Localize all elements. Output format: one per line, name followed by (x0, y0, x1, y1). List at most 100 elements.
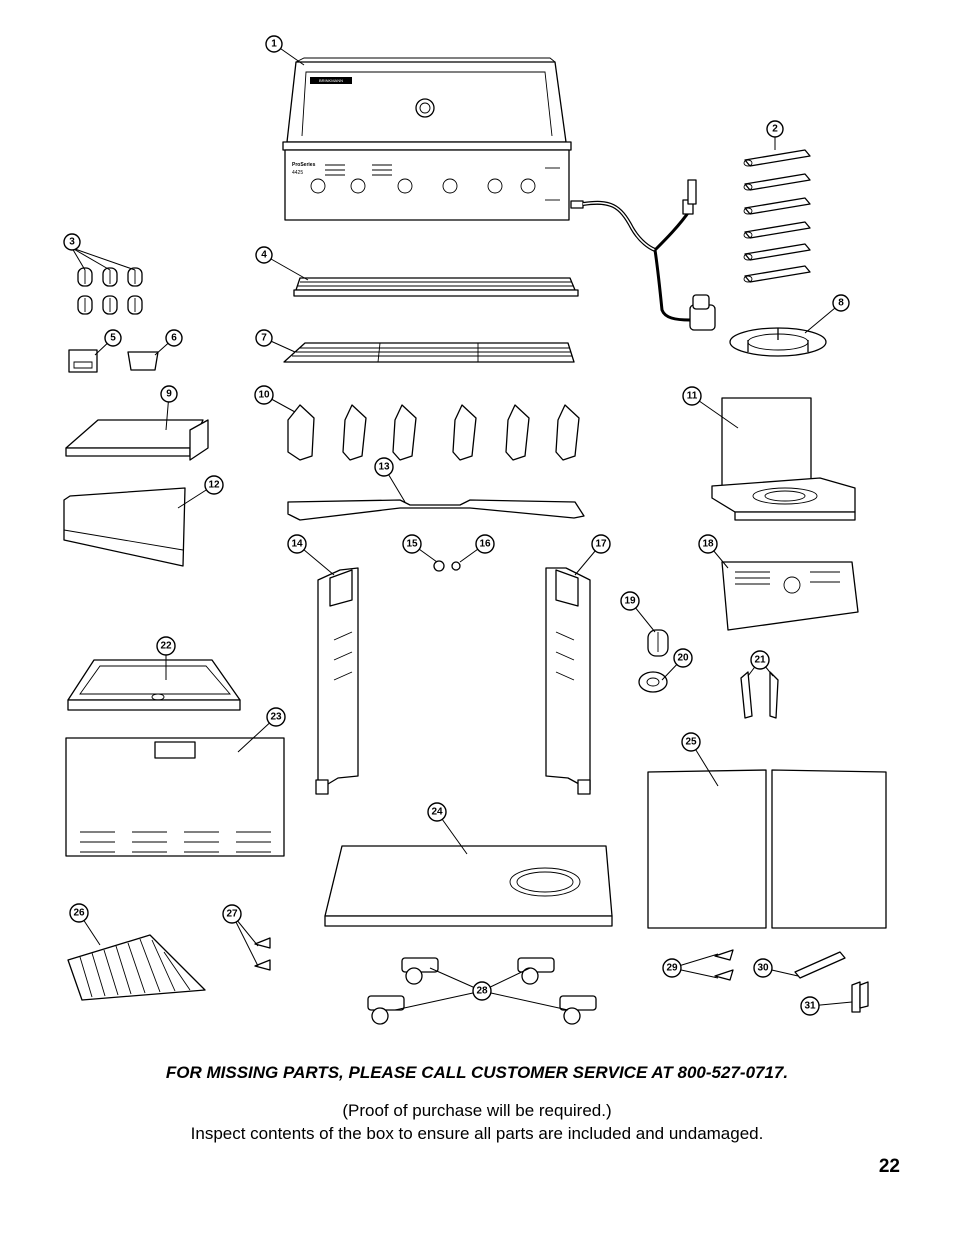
svg-text:15: 15 (406, 539, 418, 550)
svg-text:27: 27 (226, 909, 238, 920)
callout-25: 25 (681, 732, 701, 752)
svg-text:24: 24 (431, 807, 443, 818)
part-cooking-grids (283, 342, 575, 363)
svg-text:21: 21 (754, 655, 766, 666)
part-crossbar (287, 499, 585, 521)
callout-30: 30 (753, 958, 773, 978)
callout-28: 28 (472, 981, 492, 1001)
part-right-leg (545, 567, 591, 795)
svg-text:25: 25 (685, 737, 697, 748)
part-21 (740, 671, 779, 719)
part-grease-tray (67, 659, 241, 711)
part-left-leg (315, 567, 359, 795)
callout-19: 19 (620, 591, 640, 611)
callout-21: 21 (750, 650, 770, 670)
callout-29: 29 (662, 958, 682, 978)
part-30 (794, 951, 846, 979)
callout-23: 23 (266, 707, 286, 727)
part-doors (647, 769, 887, 929)
part-5 (68, 349, 98, 373)
part-side-panel (63, 487, 186, 567)
page-number: 22 (878, 1156, 900, 1177)
inspect-contents-notice: Inspect contents of the box to ensure al… (190, 1124, 764, 1143)
svg-text:14: 14 (291, 539, 303, 550)
callout-6: 6 (165, 329, 183, 347)
callout-2: 2 (766, 120, 784, 138)
svg-text:31: 31 (804, 1001, 816, 1012)
part-side-shelf-left (65, 419, 209, 461)
callout-1: 1 (265, 35, 283, 53)
callout-14: 14 (287, 534, 307, 554)
brand-logo: BRINKMANN (319, 78, 343, 83)
svg-text:18: 18 (702, 539, 714, 550)
svg-text:26: 26 (73, 908, 85, 919)
callout-13: 13 (374, 457, 394, 477)
grill-model-label: 4425 (292, 170, 303, 176)
proof-of-purchase-notice: (Proof of purchase will be required.) (342, 1101, 612, 1120)
svg-text:6: 6 (171, 333, 177, 344)
svg-text:3: 3 (69, 237, 75, 248)
part-31 (851, 981, 869, 1013)
svg-text:9: 9 (166, 389, 172, 400)
part-side-burner-grate (729, 327, 827, 357)
callout-4: 4 (255, 246, 273, 264)
callout-16: 16 (475, 534, 495, 554)
svg-text:16: 16 (479, 539, 491, 550)
svg-text:23: 23 (270, 712, 282, 723)
svg-text:1: 1 (271, 39, 277, 50)
svg-text:4: 4 (261, 250, 267, 261)
callout-18: 18 (698, 534, 718, 554)
part-27 (254, 937, 271, 971)
callout-26: 26 (69, 903, 89, 923)
callout-8: 8 (832, 294, 850, 312)
svg-text:8: 8 (838, 298, 844, 309)
callout-24: 24 (427, 802, 447, 822)
callout-11: 11 (682, 386, 702, 406)
svg-text:12: 12 (208, 480, 220, 491)
callout-9: 9 (160, 385, 178, 403)
svg-text:28: 28 (476, 986, 488, 997)
svg-text:20: 20 (677, 653, 689, 664)
part-cabinet-back (65, 737, 285, 857)
part-screws (433, 560, 461, 572)
part-warming-rack (293, 277, 579, 297)
svg-text:11: 11 (687, 391, 698, 402)
svg-text:10: 10 (258, 390, 270, 401)
svg-text:30: 30 (757, 963, 769, 974)
part-29 (714, 949, 734, 981)
part-casters (367, 957, 597, 1025)
callout-27: 27 (222, 904, 242, 924)
svg-text:5: 5 (110, 333, 116, 344)
svg-text:7: 7 (261, 333, 267, 344)
part-heat-tents (287, 404, 580, 461)
callout-17: 17 (591, 534, 611, 554)
part-control-knobs (77, 267, 143, 315)
svg-text:13: 13 (378, 462, 390, 473)
svg-text:19: 19 (624, 596, 636, 607)
part-burners (743, 149, 811, 283)
svg-text:22: 22 (160, 641, 172, 652)
part-6 (127, 351, 159, 371)
callout-5: 5 (104, 329, 122, 347)
part-basket (67, 934, 206, 1001)
part-side-burner (711, 397, 856, 521)
part-gas-hose (570, 179, 716, 331)
parts-diagram: BRINKMANN ProSeries 4425 (63, 35, 887, 1025)
svg-text:2: 2 (772, 124, 778, 135)
callout-22: 22 (156, 636, 176, 656)
part-side-knob (647, 629, 669, 657)
callout-15: 15 (402, 534, 422, 554)
part-bottom-panel (324, 845, 613, 927)
svg-text:17: 17 (595, 539, 607, 550)
callout-31: 31 (800, 996, 820, 1016)
callout-3: 3 (63, 233, 81, 251)
part-side-control-panel (721, 561, 859, 631)
part-bezel (638, 671, 668, 693)
grill-series-label: ProSeries (292, 162, 316, 168)
callout-10: 10 (254, 385, 274, 405)
part-grill-head: BRINKMANN ProSeries 4425 (282, 57, 572, 221)
callout-20: 20 (673, 648, 693, 668)
missing-parts-notice: FOR MISSING PARTS, PLEASE CALL CUSTOMER … (165, 1063, 789, 1082)
svg-text:29: 29 (666, 963, 678, 974)
callout-7: 7 (255, 329, 273, 347)
